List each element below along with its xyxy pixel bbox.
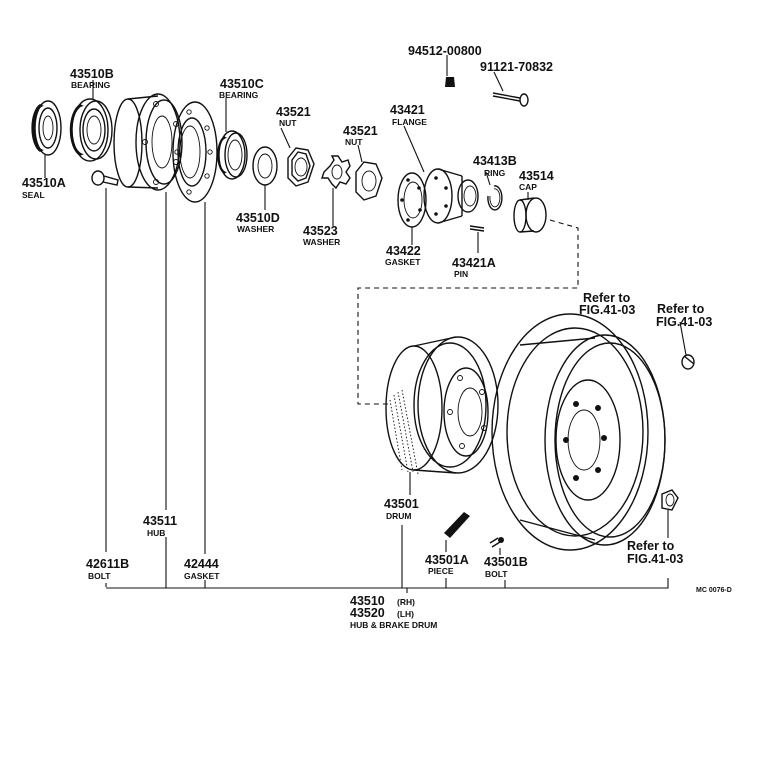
label-43501-number: 43501 — [384, 497, 419, 511]
label-43421-number: 43421 — [390, 103, 425, 117]
label-43523-number: 43523 — [303, 224, 338, 238]
label-43521-second-name: NUT — [345, 137, 363, 147]
washer-43510d-shape[interactable] — [252, 146, 278, 186]
label-43510c-number: 43510C — [220, 77, 264, 91]
label-43510a-number: 43510A — [22, 176, 66, 190]
label-43523-name: WASHER — [303, 237, 340, 247]
refer-3-line2: FIG.41-03 — [627, 552, 683, 566]
bolt-43501b-shape[interactable] — [489, 537, 504, 548]
label-43422-name: GASKET — [385, 257, 421, 267]
assembly-suffix-rh: (RH) — [397, 597, 415, 607]
refer-2-line2: FIG.41-03 — [656, 315, 712, 329]
washer-43523-shape[interactable] — [321, 155, 351, 190]
piece-43501a-shape[interactable] — [444, 512, 470, 538]
plug-94512-shape[interactable] — [445, 77, 455, 87]
refer-3-line1: Refer to — [627, 539, 675, 553]
label-43510d-name: WASHER — [237, 224, 274, 234]
refer-1-line1: Refer to — [583, 291, 631, 305]
flange-43421-shape[interactable] — [423, 168, 479, 224]
label-42444-name: GASKET — [184, 571, 220, 581]
assembly-number-lh: 43520 — [350, 606, 385, 620]
nut-43521-first-shape[interactable] — [287, 147, 315, 187]
label-43514-number: 43514 — [519, 169, 554, 183]
nut-43521-second-shape[interactable] — [355, 161, 383, 201]
label-42444-number: 42444 — [184, 557, 219, 571]
gasket-42444-shape[interactable] — [172, 101, 218, 203]
assembly-number-rh: 43510 — [350, 594, 385, 608]
bolt-42611b-shape[interactable] — [91, 170, 119, 186]
refer-1-line2: FIG.41-03 — [579, 303, 635, 317]
bolt-91121-shape[interactable] — [492, 92, 529, 107]
ring-43413b-shape[interactable] — [487, 185, 503, 211]
label-43510c-name: BEARING — [219, 90, 259, 100]
label-43501b-number: 43501B — [484, 555, 528, 569]
label-43421a-number: 43421A — [452, 256, 496, 270]
label-43501b-name: BOLT — [485, 569, 508, 579]
label-42611b-name: BOLT — [88, 571, 111, 581]
label-43510b-number: 43510B — [70, 67, 114, 81]
label-43521-first-number: 43521 — [276, 105, 311, 119]
footer-code: MC 0076-D — [696, 587, 732, 594]
assembly-suffix-lh: (LH) — [397, 609, 414, 619]
refer-part-2-shape[interactable] — [661, 489, 679, 511]
bearing-43510c-shape[interactable] — [217, 130, 248, 180]
label-43501a-number: 43501A — [425, 553, 469, 567]
label-43413b-name: RING — [484, 168, 506, 178]
label-43510b-name: BEARING — [71, 80, 111, 90]
label-43421-name: FLANGE — [392, 117, 427, 127]
label-43510a-name: SEAL — [22, 190, 45, 200]
refer-part-1-shape[interactable] — [681, 354, 695, 370]
hub-43511-shape[interactable] — [113, 93, 183, 191]
leader-lines — [44, 55, 687, 593]
bearing-43510b-shape[interactable] — [69, 98, 113, 162]
label-43514-name: CAP — [519, 182, 537, 192]
assembly-name: HUB & BRAKE DRUM — [350, 620, 437, 630]
labels: 43510B BEARING 43510C BEARING 43521 NUT … — [22, 44, 732, 630]
label-43421a-name: PIN — [454, 269, 468, 279]
label-42611b-number: 42611B — [86, 557, 129, 571]
label-91121-number: 91121-70832 — [480, 60, 553, 74]
label-43510d-number: 43510D — [236, 211, 280, 225]
label-43501a-name: PIECE — [428, 566, 454, 576]
label-94512-number: 94512-00800 — [408, 44, 482, 58]
label-43521-second-number: 43521 — [343, 124, 378, 138]
label-43521-first-name: NUT — [279, 118, 297, 128]
refer-2-line1: Refer to — [657, 302, 705, 316]
label-43413b-number: 43413B — [473, 154, 517, 168]
label-43501-name: DRUM — [386, 511, 412, 521]
pin-43421a-shape[interactable] — [469, 225, 485, 232]
seal-43510a-shape[interactable] — [31, 100, 62, 156]
gasket-43422-shape[interactable] — [397, 172, 427, 228]
wheel-rim-shape[interactable] — [491, 313, 666, 551]
label-43511-name: HUB — [147, 528, 165, 538]
drum-43501-shape[interactable] — [385, 336, 499, 475]
label-43511-number: 43511 — [143, 514, 177, 528]
cap-43514-shape[interactable] — [513, 197, 547, 233]
label-43422-number: 43422 — [386, 244, 421, 258]
